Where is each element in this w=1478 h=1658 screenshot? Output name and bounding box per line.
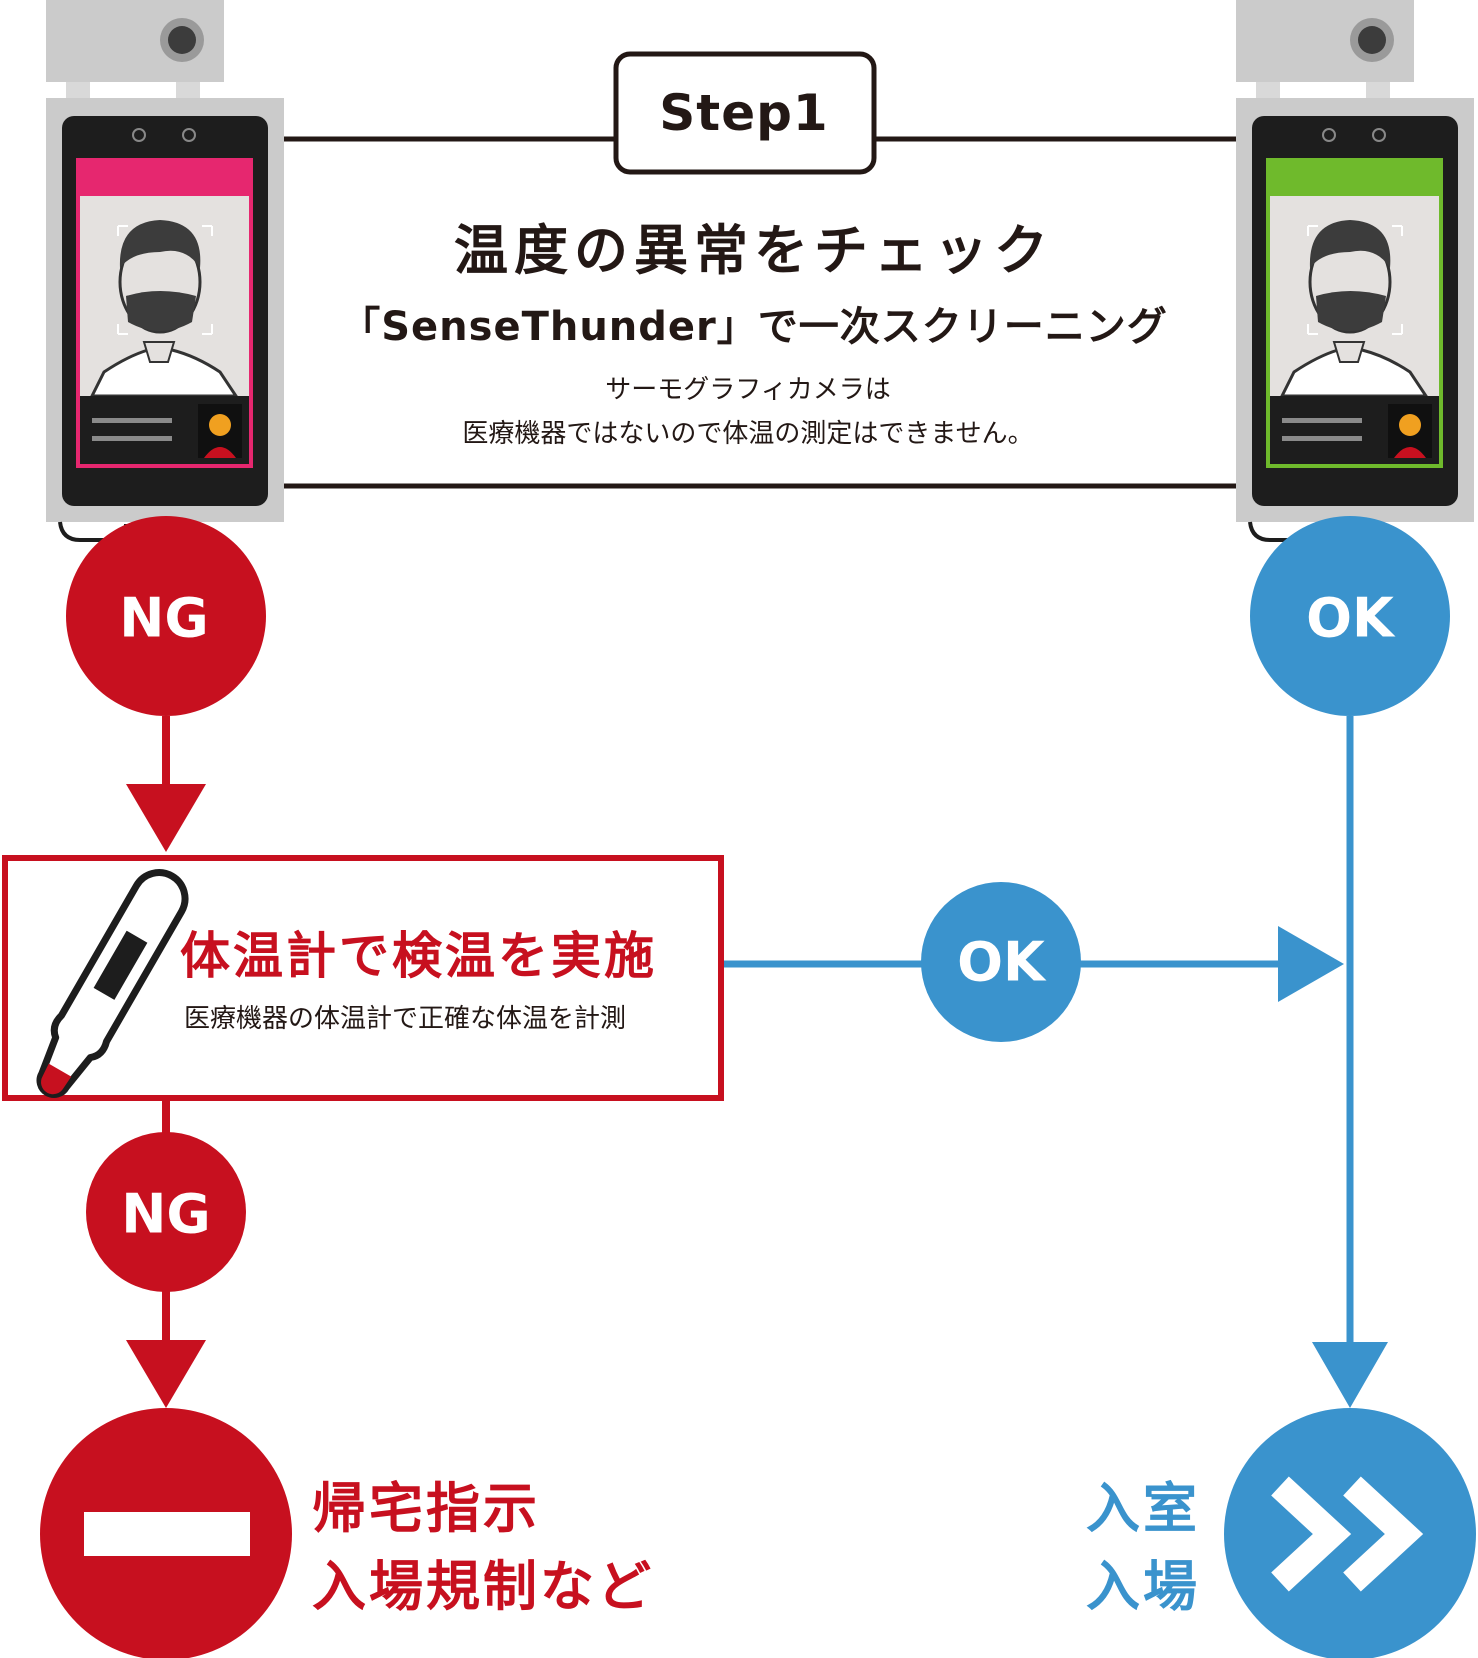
step-label: Step1 [659, 84, 829, 142]
ok-outcome-line2: 入場 [1086, 1555, 1200, 1618]
ng-arrowhead-second [126, 1340, 206, 1408]
ng-label-first: NG [119, 586, 209, 650]
ok-label-second: OK [957, 930, 1045, 994]
check-note-line1: サーモグラフィカメラは [605, 375, 891, 405]
thermometer-box-title: 体温計で検温を実施 [180, 927, 657, 985]
check-note-line2: 医療機器ではないので体温の測定はできません。 [462, 419, 1034, 449]
ok-circle-second [921, 882, 1081, 1042]
check-subtitle: 「SenseThunder」で一次スクリーニング [340, 304, 1168, 350]
ng-outcome-line2: 入場規制など [312, 1555, 654, 1618]
thermometer-icon [36, 869, 189, 1098]
ok-outcome: 入室 入場 [1086, 1470, 1200, 1626]
ng-label-second: NG [121, 1182, 211, 1246]
thermometer-box-note: 医療機器の体温計で正確な体温を計測 [184, 1004, 627, 1034]
check-note: サーモグラフィカメラは 医療機器ではないので体温の測定はできません。 [462, 368, 1033, 456]
ok-arrowhead-right [1278, 926, 1344, 1002]
thermal-camera-device-icon [46, 0, 284, 542]
no-entry-icon [40, 1408, 292, 1658]
ok-label-first: OK [1306, 586, 1394, 650]
ok-outcome-line1: 入室 [1086, 1477, 1200, 1540]
check-title: 温度の異常をチェック [454, 219, 1054, 282]
step-label-box [613, 51, 877, 175]
thermal-camera-device-icon [1236, 0, 1474, 542]
ng-circle-first [66, 516, 266, 716]
ok-circle-first [1250, 516, 1450, 716]
ng-outcome: 帰宅指示 入場規制など [312, 1470, 654, 1626]
ng-circle-second [86, 1132, 246, 1292]
double-chevron-right-icon [1224, 1408, 1476, 1658]
ng-arrowhead [126, 784, 206, 852]
ng-outcome-line1: 帰宅指示 [312, 1477, 540, 1540]
ok-arrowhead-down [1312, 1342, 1388, 1408]
